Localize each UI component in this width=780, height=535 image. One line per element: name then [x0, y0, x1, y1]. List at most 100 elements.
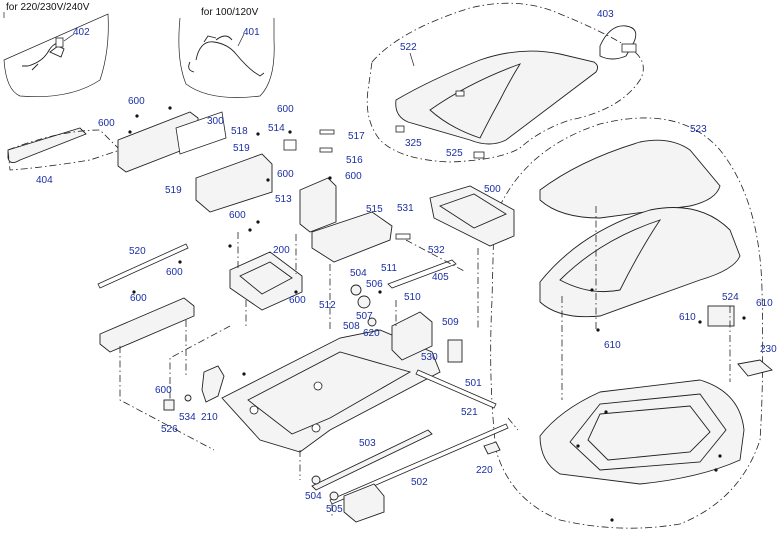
part-label-600-f: 600 — [166, 267, 183, 278]
power-cord-220v-group — [3, 12, 109, 97]
part-label-504-top: 504 — [350, 268, 367, 279]
part-label-401: 401 — [243, 27, 260, 38]
part-label-404: 404 — [36, 175, 53, 186]
bracket-210 — [201, 365, 225, 403]
cable-403-drawing — [599, 25, 637, 60]
part-220 — [483, 441, 501, 455]
part-label-230: 230 — [760, 344, 777, 355]
part-label-501: 501 — [465, 378, 482, 389]
foot-525 — [473, 151, 485, 159]
part-516 — [319, 147, 333, 153]
part-label-519-b: 519 — [165, 185, 182, 196]
part-label-600-e: 600 — [277, 169, 294, 180]
part-label-200: 200 — [273, 245, 290, 256]
part-label-523: 523 — [690, 124, 707, 135]
part-label-526: 526 — [161, 424, 178, 435]
part-label-610-left: 610 — [679, 312, 696, 323]
part-label-507: 507 — [356, 311, 373, 322]
power-cord-120v-group — [178, 17, 275, 98]
power-cord-401-drawing — [195, 35, 265, 77]
screw-534 — [184, 394, 192, 402]
motor-bracket-510 — [391, 311, 433, 361]
part-label-220: 220 — [476, 465, 493, 476]
plug-402 — [55, 37, 64, 48]
part-label-525: 525 — [446, 148, 463, 159]
part-label-532: 532 — [428, 245, 445, 256]
rod-521 — [415, 369, 497, 409]
foot-325 — [395, 125, 405, 133]
part-label-534: 534 — [179, 412, 196, 423]
part-label-600-b: 600 — [98, 118, 115, 129]
document-cover-522 — [395, 50, 599, 145]
part-300-shield — [175, 111, 227, 155]
part-label-508: 508 — [343, 321, 360, 332]
part-label-600-j: 600 — [155, 385, 172, 396]
group-border-401 — [178, 17, 275, 98]
part-label-519-a: 519 — [233, 143, 250, 154]
part-label-600-d: 600 — [345, 171, 362, 182]
part-label-405: 405 — [432, 272, 449, 283]
part-label-502: 502 — [411, 477, 428, 488]
part-label-509: 509 — [442, 317, 459, 328]
part-label-325: 325 — [405, 138, 422, 149]
part-label-610-right: 610 — [756, 298, 773, 309]
caption-220v: for 220/230V/240V — [6, 2, 90, 13]
part-label-511: 511 — [381, 263, 397, 274]
part-label-610-lower: 610 — [604, 340, 621, 351]
assembly-guide-lines — [119, 232, 519, 516]
power-cord-402-drawing — [22, 41, 65, 71]
pulley-504 — [311, 475, 321, 485]
part-label-503: 503 — [359, 438, 376, 449]
motor-509 — [447, 339, 463, 363]
inverter-524 — [707, 305, 735, 327]
bracket-600 — [99, 297, 195, 353]
part-label-600-a: 600 — [128, 96, 145, 107]
pulley-505 — [329, 491, 339, 501]
part-517 — [319, 129, 335, 135]
part-label-506: 506 — [366, 279, 383, 290]
part-label-600-g: 600 — [130, 293, 147, 304]
gear-506 — [357, 295, 371, 309]
base-tray-drawing — [539, 379, 745, 485]
part-label-524: 524 — [722, 292, 739, 303]
part-label-505: 505 — [326, 504, 343, 515]
part-label-504-bottom: 504 — [305, 491, 322, 502]
caption-120v: for 100/120V — [201, 7, 259, 18]
part-404-drawing — [7, 127, 87, 163]
part-label-500: 500 — [484, 184, 501, 195]
part-label-520: 520 — [129, 246, 146, 257]
board-518 — [195, 153, 273, 213]
part-label-210: 210 — [201, 412, 218, 423]
upper-cover-523 — [539, 139, 721, 219]
shaft-503 — [311, 429, 433, 491]
part-label-514: 514 — [268, 123, 285, 134]
screw-markers — [128, 106, 746, 522]
part-514 — [283, 139, 297, 151]
scan-head-500 — [429, 185, 515, 247]
gear-504-top — [350, 284, 362, 296]
lower-cover-523 — [539, 207, 741, 318]
part-label-600-i: 600 — [289, 295, 306, 306]
gear-508 — [367, 317, 377, 327]
part-label-600-h: 600 — [229, 210, 246, 221]
rail-520 — [97, 243, 189, 289]
board-230 — [737, 359, 773, 377]
group-outline-522 — [366, 2, 644, 163]
part-label-516: 516 — [346, 155, 363, 166]
main-board-200 — [229, 251, 303, 311]
part-label-510: 510 — [404, 292, 421, 303]
part-label-530: 530 — [421, 352, 438, 363]
part-label-521: 521 — [461, 407, 478, 418]
part-label-620: 620 — [363, 328, 380, 339]
part-label-531: 531 — [397, 203, 414, 214]
cable-405 — [387, 259, 457, 289]
frame-513 — [299, 177, 337, 233]
group-border-402 — [3, 12, 109, 97]
part-label-522: 522 — [400, 42, 417, 53]
part-label-300: 300 — [207, 116, 224, 127]
part-531 — [395, 233, 411, 240]
group-outline-523 — [490, 117, 764, 529]
part-label-517: 517 — [348, 131, 365, 142]
part-label-513: 513 — [275, 194, 292, 205]
